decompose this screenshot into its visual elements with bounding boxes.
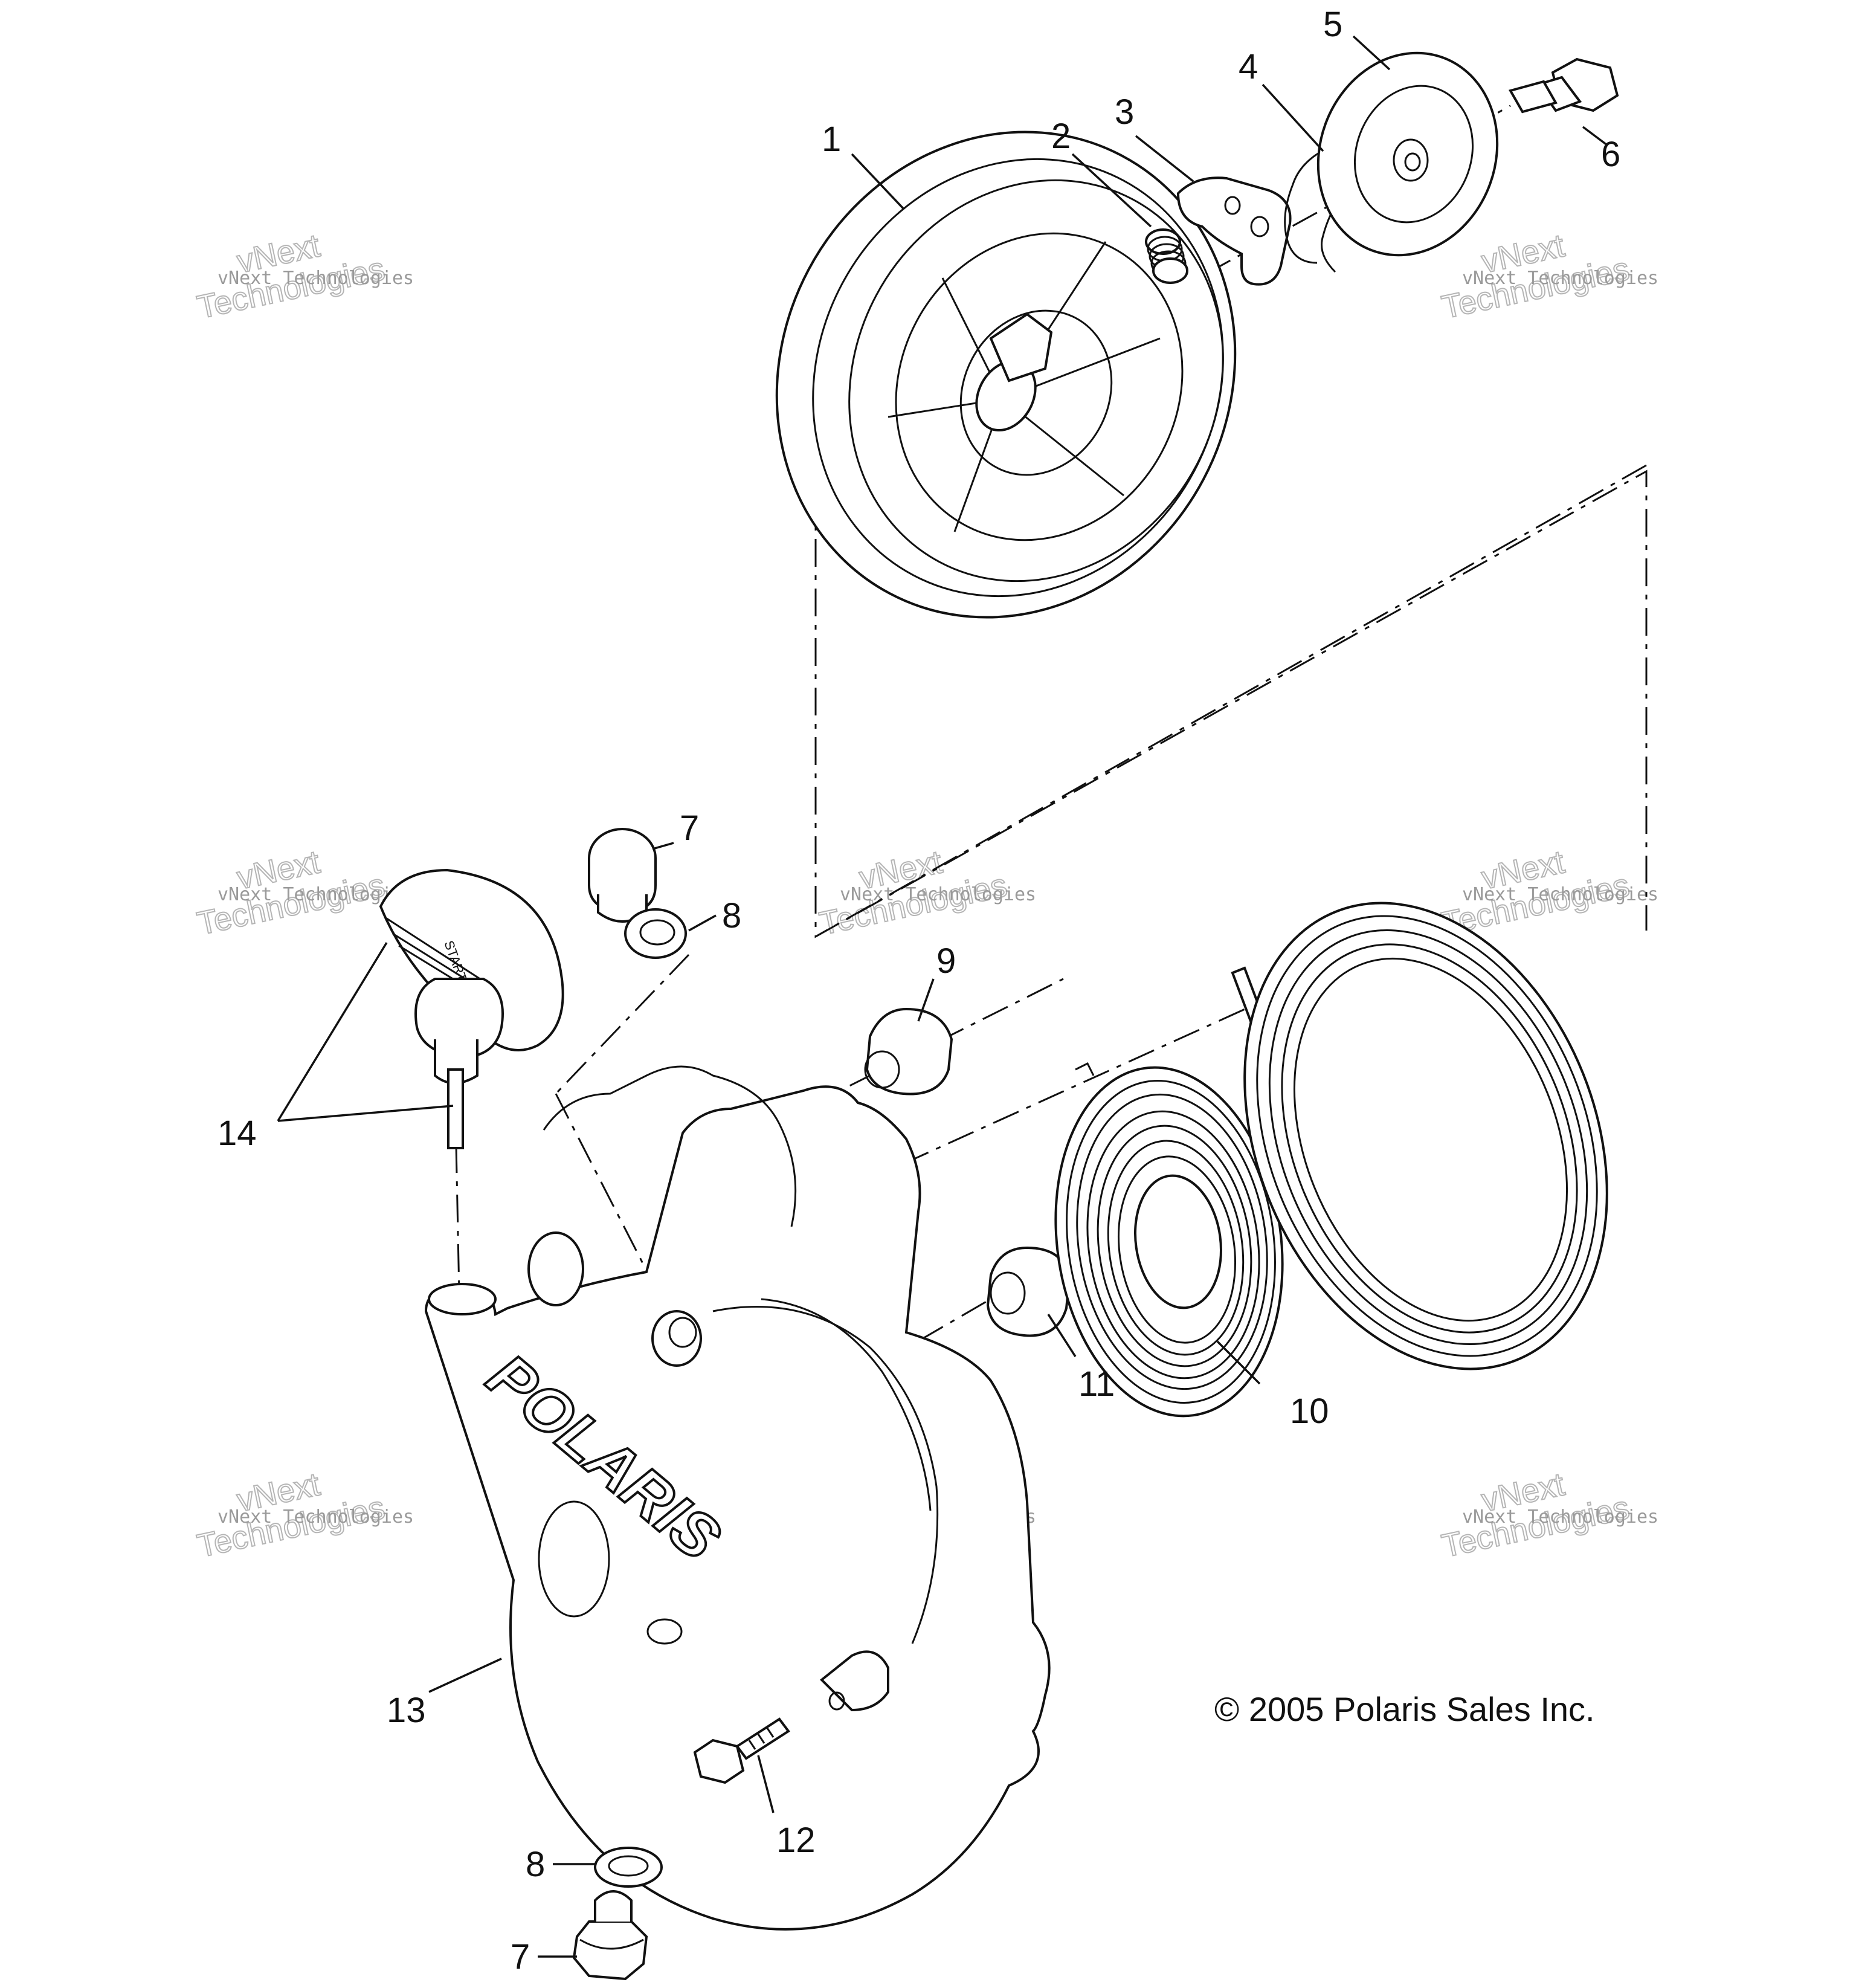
starter-handle: START <box>379 868 564 1149</box>
callout-13: 13 <box>387 1691 426 1730</box>
hex-bolt-top <box>1508 57 1619 114</box>
bushing-upper <box>864 1007 953 1096</box>
watermark-small: vNext Technologies <box>840 884 1036 905</box>
washer-bottom <box>594 1847 663 1888</box>
watermark-small: vNext Technologies <box>218 1506 414 1528</box>
callout-1: 1 <box>822 120 841 159</box>
callout-7-bottom: 7 <box>511 1937 530 1977</box>
callout-2: 2 <box>1051 117 1071 156</box>
callout-8-bottom: 8 <box>526 1845 545 1884</box>
watermark-small: vNext Technologies <box>1462 884 1658 905</box>
copyright-notice: © 2005 Polaris Sales Inc. <box>1214 1690 1595 1728</box>
bushing-lower <box>986 1246 1071 1337</box>
callout-4: 4 <box>1239 47 1258 86</box>
callout-6: 6 <box>1601 135 1620 174</box>
retainer-plate <box>1316 51 1499 257</box>
recoil-housing: POLARIS <box>424 1065 1051 1931</box>
callout-7-top: 7 <box>680 808 699 848</box>
callout-8-top: 8 <box>722 896 741 935</box>
drain-plug-top <box>588 828 657 923</box>
rope-coil <box>1243 902 1608 1370</box>
callout-3: 3 <box>1115 92 1134 132</box>
watermark-small: vNext Technologies <box>1462 1506 1658 1528</box>
drain-plug-bottom <box>572 1890 648 1981</box>
callout-12: 12 <box>776 1821 816 1860</box>
rope-pulley <box>775 131 1237 619</box>
callout-10: 10 <box>1290 1392 1329 1431</box>
callouts: 1 2 3 4 5 6 7 8 9 10 11 12 13 14 8 7 <box>218 5 1620 1977</box>
callout-9: 9 <box>936 941 956 981</box>
washer-top <box>624 908 687 959</box>
callout-14: 14 <box>218 1114 257 1153</box>
watermark-small: vNext Technologies <box>1462 268 1658 289</box>
callout-11: 11 <box>1078 1364 1115 1404</box>
pawl-spring <box>1145 228 1188 284</box>
watermark-small: vNext Technologies <box>218 268 414 289</box>
housing-bolt <box>693 1717 790 1784</box>
pawl <box>1176 176 1292 286</box>
recoil-spring <box>1054 1062 1284 1418</box>
callout-5: 5 <box>1323 5 1342 44</box>
leader-lines <box>277 35 1608 1958</box>
watermark-small: vNext Technologies <box>218 884 414 905</box>
